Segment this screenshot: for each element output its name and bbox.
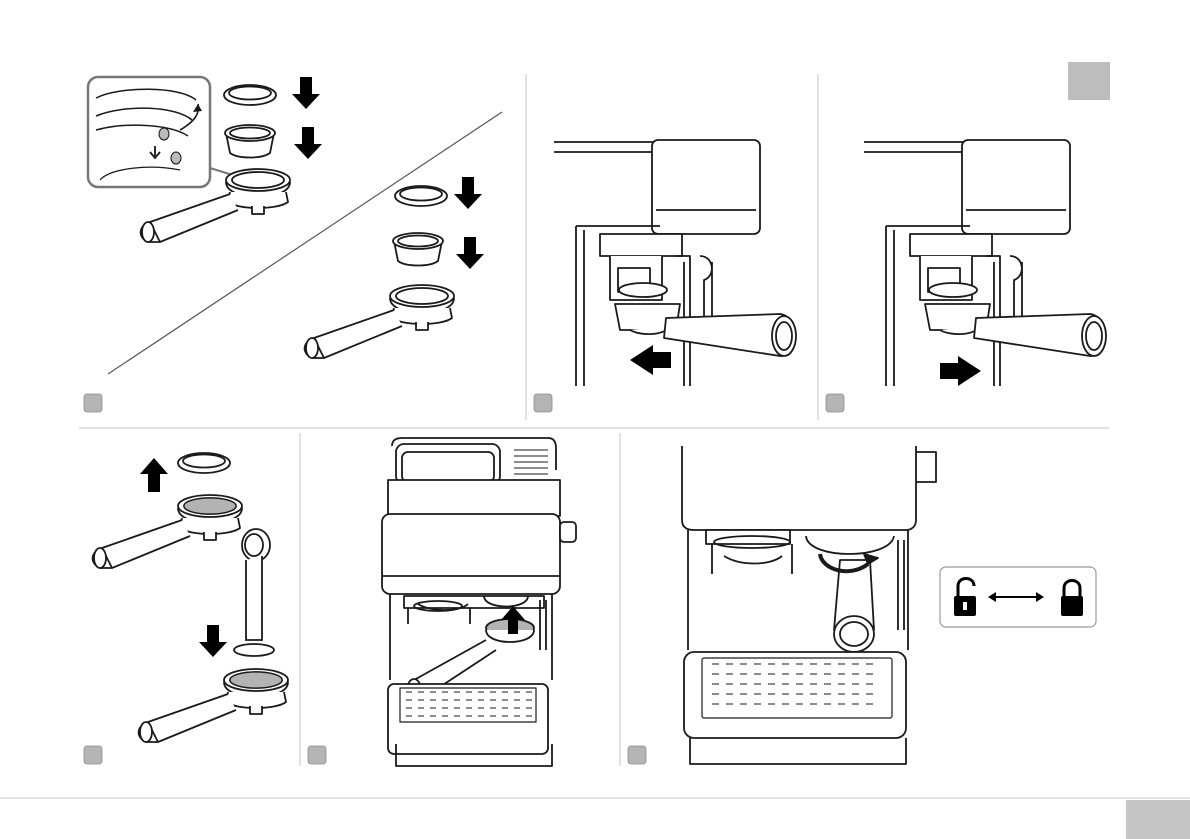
panel-step-6 xyxy=(682,446,936,764)
lock-legend xyxy=(940,567,1096,627)
tamper xyxy=(234,529,274,656)
down-arrow-icon xyxy=(454,177,482,209)
water-tank-lid xyxy=(396,444,500,484)
step-badge-2 xyxy=(534,394,552,412)
left-arrow-icon xyxy=(630,345,671,375)
corner-tab xyxy=(1068,62,1110,100)
step-badge-4 xyxy=(84,746,102,764)
right-arrow-icon xyxy=(940,356,981,386)
down-arrow-icon xyxy=(294,127,322,159)
panel-step-2 xyxy=(630,345,671,375)
panel-step-3 xyxy=(864,140,1106,386)
panel-step-1 xyxy=(88,77,502,374)
down-arrow-icon xyxy=(456,237,484,269)
page-number-tab xyxy=(1126,800,1190,839)
clip-detail-inset xyxy=(88,77,236,187)
ground-coffee xyxy=(184,498,236,514)
drip-tray xyxy=(388,684,548,754)
step-badge-6 xyxy=(628,746,646,764)
step-badge-3 xyxy=(826,394,844,412)
panel-step-4 xyxy=(93,453,288,742)
tamped-coffee xyxy=(230,672,282,688)
panel-step-5 xyxy=(382,438,576,766)
up-arrow-icon xyxy=(140,458,168,492)
step-badge-1 xyxy=(84,394,102,412)
down-arrow-icon xyxy=(199,625,227,657)
drip-tray xyxy=(684,652,906,738)
down-arrow-icon xyxy=(292,77,320,109)
step-badge-5 xyxy=(308,746,326,764)
